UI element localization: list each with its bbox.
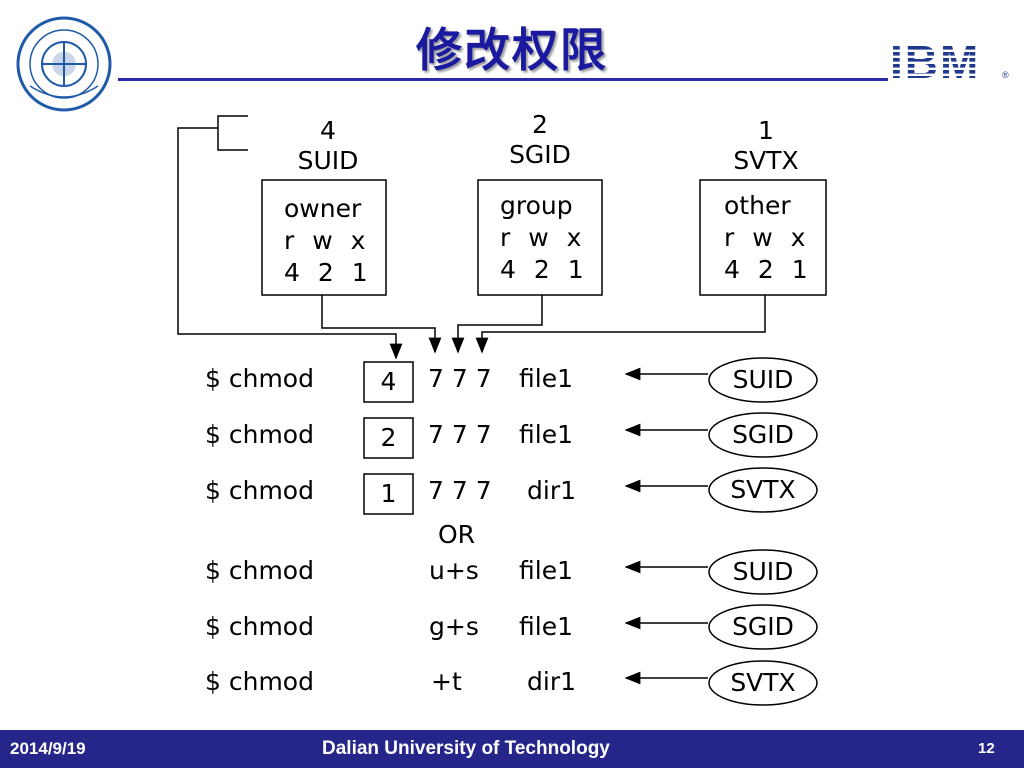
box-title: other [724, 191, 791, 220]
row2-tag: SGID [732, 420, 794, 449]
column-name: SVTX [733, 146, 799, 175]
row2-digit: 2 [380, 423, 397, 452]
or-label: OR [438, 520, 476, 549]
tag-ellipse-suid [708, 357, 818, 403]
row3-cmd: $ chmod [205, 476, 314, 505]
tag-ellipse-sgid [708, 412, 818, 458]
row1-mode: 7 7 7 [428, 364, 492, 393]
box-perm: r w x [724, 223, 806, 252]
other-connector [475, 295, 766, 354]
box-values: 4 2 1 [500, 255, 584, 284]
column-num: 1 [758, 116, 774, 145]
tag-ellipse-svtx [708, 467, 818, 513]
row6-mode: +t [431, 667, 462, 696]
footer-org: Dalian University of Technology [322, 738, 610, 759]
row3-tag: SVTX [730, 475, 796, 504]
footer-bar: 2014/9/19 Dalian University of Technolog… [0, 730, 1024, 768]
column-name: SGID [509, 140, 571, 169]
slide-title: 修改权限 [416, 23, 608, 77]
other-box [699, 179, 827, 296]
row2-cmd: $ chmod [205, 420, 314, 449]
row4-cmd: $ chmod [205, 556, 314, 585]
footer-page: 12 [978, 740, 995, 757]
suid-bracket [217, 115, 248, 151]
box-perm: r w x [284, 226, 366, 255]
group-box [477, 179, 603, 296]
row5-mode: g+s [429, 612, 479, 641]
tag-ellipse-suid-2 [708, 549, 818, 595]
ibm-logo: IBM ® [890, 36, 1009, 86]
group-connector [451, 295, 543, 354]
row5-target: file1 [519, 612, 573, 641]
owner-connector [321, 295, 442, 354]
suid-connector [177, 127, 403, 360]
row5-tag: SGID [732, 612, 794, 641]
svg-text:IBM: IBM [890, 36, 980, 86]
digit-box-2 [363, 417, 414, 459]
row1-cmd: $ chmod [205, 364, 314, 393]
digit-box-1 [363, 473, 414, 515]
row2-target: file1 [519, 420, 573, 449]
row3-digit: 1 [380, 479, 397, 508]
header-divider [118, 78, 888, 81]
tag-ellipse-svtx-2 [708, 660, 818, 706]
row2-mode: 7 7 7 [428, 420, 492, 449]
box-title: owner [284, 194, 362, 223]
row5-cmd: $ chmod [205, 612, 314, 641]
row4-tag: SUID [732, 557, 794, 586]
row3-target: dir1 [527, 476, 576, 505]
digit-box-4 [363, 361, 414, 403]
row3-mode: 7 7 7 [428, 476, 492, 505]
row1-digit: 4 [380, 367, 397, 396]
other-box-content: other r w x 4 2 1 [724, 190, 808, 286]
column-num: 4 [320, 116, 336, 145]
owner-box [261, 179, 387, 296]
row6-tag: SVTX [730, 668, 796, 697]
row1-tag: SUID [732, 365, 794, 394]
box-values: 4 2 1 [724, 255, 808, 284]
box-values: 4 2 1 [284, 258, 368, 287]
svg-text:®: ® [1002, 70, 1009, 80]
column-group-header: 2 SGID [502, 110, 578, 170]
column-num: 2 [532, 110, 548, 139]
row1-target: file1 [519, 364, 573, 393]
university-seal-logo [16, 16, 112, 112]
box-perm: r w x [500, 223, 582, 252]
column-owner-header: 4 SUID [290, 116, 366, 176]
column-name: SUID [297, 146, 359, 175]
column-other-header: 1 SVTX [726, 116, 806, 176]
owner-box-content: owner r w x 4 2 1 [284, 193, 368, 289]
row6-target: dir1 [527, 667, 576, 696]
row4-mode: u+s [429, 556, 479, 585]
box-title: group [500, 191, 573, 220]
row4-target: file1 [519, 556, 573, 585]
row6-cmd: $ chmod [205, 667, 314, 696]
group-box-content: group r w x 4 2 1 [500, 190, 584, 286]
tag-ellipse-sgid-2 [708, 604, 818, 650]
footer-date: 2014/9/19 [10, 739, 86, 758]
